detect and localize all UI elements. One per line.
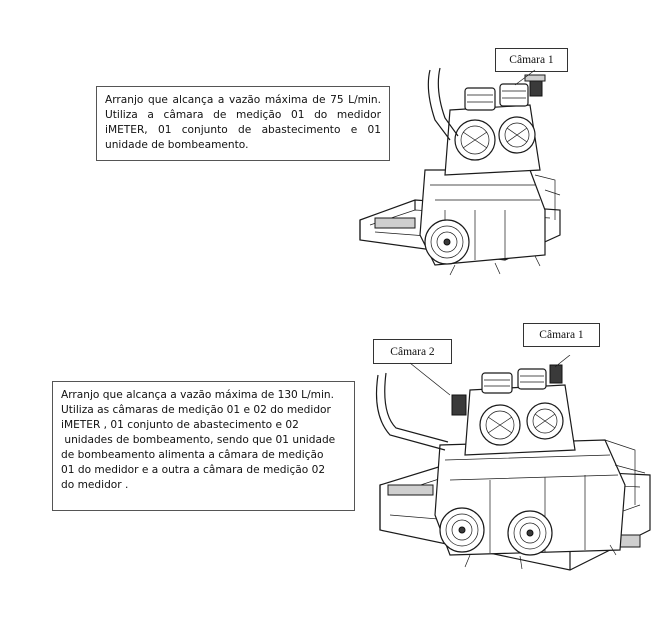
arrangement-2-line-4: unidades de bombeamento, sendo que 01 un…	[61, 434, 336, 446]
arrangement-1-camera-1-label: Câmara 1	[495, 48, 568, 72]
arrangement-2-camera-1-label: Câmara 1	[523, 323, 600, 347]
arrangement-2-line-3: iMETER , 01 conjunto de abastecimento e …	[61, 419, 299, 431]
arrangement-2-line-2: Utiliza as câmaras de medição 01 e 02 do…	[61, 404, 331, 416]
arrangement-2-description: Arranjo que alcança a vazão máxima de 13…	[52, 381, 355, 511]
dual-pump-unit-illustration	[375, 355, 651, 571]
arrangement-2-line-7: do medidor .	[61, 479, 129, 491]
arrangement-2-line-6: 01 do medidor e a outra a câmara de medi…	[61, 464, 326, 476]
arrangement-2-camera-2-label: Câmara 2	[373, 339, 452, 364]
single-pump-unit-illustration	[359, 67, 561, 276]
arrangement-1-text: Arranjo que alcança a vazão máxima de 75…	[105, 94, 381, 151]
arrangement-2-line-1: Arranjo que alcança a vazão máxima de 13…	[61, 389, 334, 401]
arrangement-2-line-5: de bombeamento alimenta a câmara de medi…	[61, 449, 324, 461]
arrangement-1-description: Arranjo que alcança a vazão máxima de 75…	[96, 86, 390, 161]
